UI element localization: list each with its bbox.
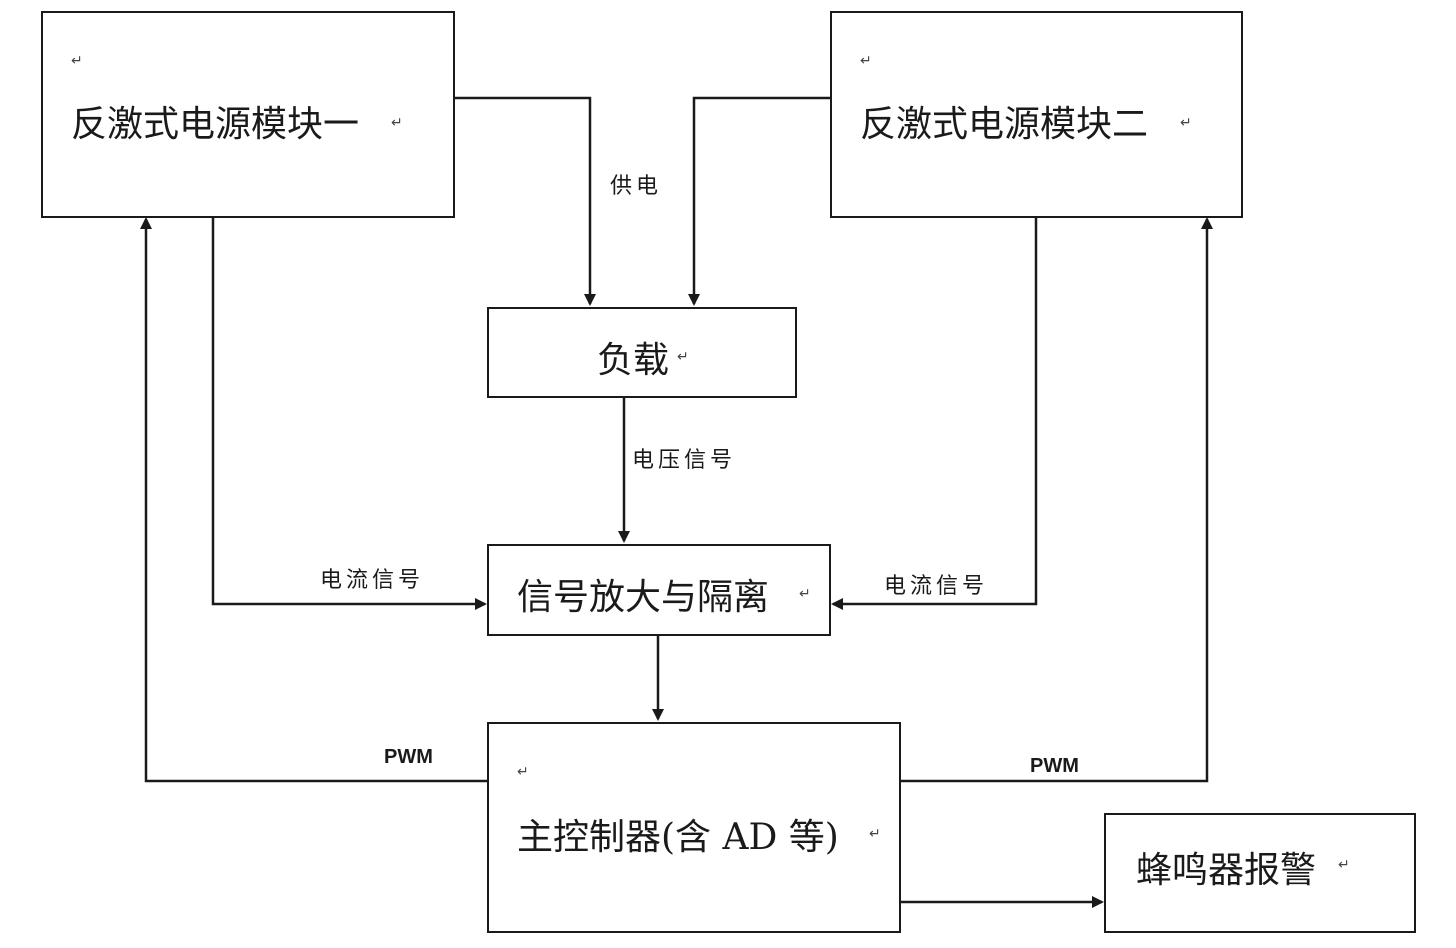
flyback-module-2: ↵ 反激式电源模块二 ↵	[830, 11, 1243, 218]
voltage-signal-label: 电压信号	[632, 448, 737, 473]
paragraph-mark-icon: ↵	[71, 53, 83, 69]
load-label: 负载	[597, 340, 670, 381]
flyback-module-1: ↵ 反激式电源模块一 ↵	[41, 11, 455, 218]
paragraph-mark-icon: ↵	[799, 586, 811, 602]
signal-amp-isolation-label: 信号放大与隔离	[517, 577, 770, 618]
flyback-module-2-label: 反激式电源模块二	[860, 104, 1149, 145]
pwm-line-right	[900, 217, 1213, 783]
paragraph-mark-icon: ↵	[860, 53, 872, 69]
current-signal-label-left: 电流信号	[320, 568, 425, 593]
paragraph-mark-icon: ↵	[869, 826, 881, 842]
main-controller-label: 主控制器(含 AD 等)	[517, 817, 839, 858]
pwm-line-left	[140, 217, 487, 783]
paragraph-mark-icon: ↵	[391, 115, 403, 131]
main-controller-block: ↵ 主控制器(含 AD 等) ↵	[487, 722, 901, 933]
power-line-left	[455, 96, 596, 306]
current-signal-line-right	[831, 218, 1038, 610]
signal-amp-isolation-block: 信号放大与隔离 ↵	[487, 544, 831, 636]
current-signal-line-left	[211, 218, 487, 610]
current-signal-label-right: 电流信号	[884, 574, 989, 599]
paragraph-mark-icon: ↵	[677, 349, 689, 365]
power-label: 供电	[610, 174, 663, 199]
load-block: 负载 ↵	[487, 307, 797, 398]
paragraph-mark-icon: ↵	[517, 764, 529, 780]
pwm-label-right: PWM	[1030, 755, 1079, 777]
pwm-label-left: PWM	[384, 746, 433, 768]
paragraph-mark-icon: ↵	[1180, 115, 1192, 131]
power-line-right	[688, 96, 830, 306]
paragraph-mark-icon: ↵	[1338, 857, 1350, 873]
buzzer-alarm-label: 蜂鸣器报警	[1136, 850, 1317, 891]
flyback-module-1-label: 反激式电源模块一	[71, 104, 360, 145]
buzzer-alarm-block: 蜂鸣器报警 ↵	[1104, 813, 1416, 933]
